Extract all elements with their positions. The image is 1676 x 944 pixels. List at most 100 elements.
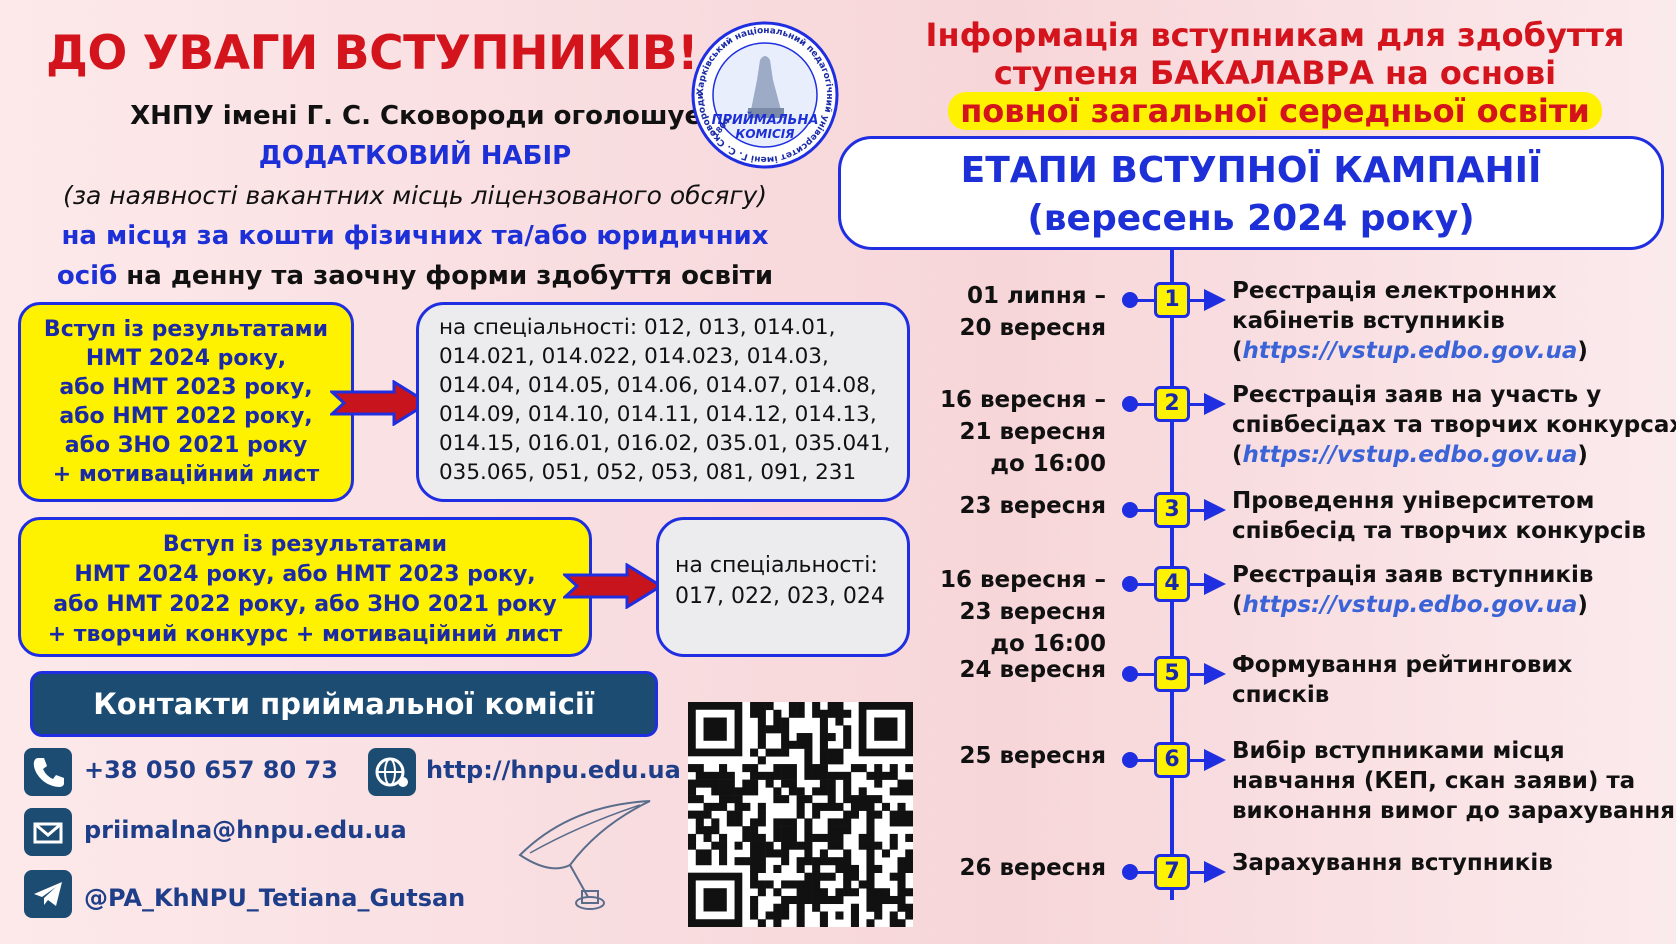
arrow-right-icon [1204, 289, 1226, 311]
timeline-connector [1190, 583, 1206, 586]
telegram-handle[interactable]: @PA_KhNPU_Tetiana_Gutsan [84, 884, 466, 912]
spec1-line: 014.021, 014.022, 014.023, 014.03, [439, 344, 829, 369]
admission1-line: або НМТ 2022 року, [59, 404, 313, 429]
paren: ) [1577, 592, 1588, 618]
stage-date-line: 26 вересня [959, 855, 1106, 881]
stage-date: 24 вересня [959, 654, 1106, 686]
info-line-3: повної загальної середньої освіти [880, 92, 1670, 130]
vstup-link[interactable]: https://vstup.edbo.gov.ua [1242, 592, 1578, 618]
stage-date-line: 23 вересня [959, 599, 1106, 625]
vstup-link[interactable]: https://vstup.edbo.gov.ua [1242, 338, 1578, 364]
stage-number: 4 [1154, 566, 1190, 602]
stage-desc-line: кабінетів вступників [1232, 308, 1505, 334]
stage-number: 7 [1154, 854, 1190, 890]
phone-icon [24, 748, 72, 796]
stage-link-line: (https://vstup.edbo.gov.ua) [1232, 440, 1676, 470]
stage-desc-line: навчання (КЕП, скан заяви) та [1232, 768, 1636, 794]
info-line-1: Інформація вступникам для здобуття [925, 16, 1625, 54]
announce-line-3: (за наявності вакантних місць ліцензован… [62, 181, 768, 210]
timeline-connector [1134, 403, 1154, 406]
specialties-box-2: на спеціальності: 017, 022, 023, 024 [656, 517, 910, 657]
arrow-right-icon [1204, 573, 1226, 595]
arrow-right-icon [1204, 663, 1226, 685]
stage-date: 26 вересня [959, 852, 1106, 884]
timeline-connector [1190, 673, 1206, 676]
announcement: ХНПУ імені Г. С. Сковороди оголошує ДОДА… [20, 96, 810, 296]
stage-date: 23 вересня [959, 490, 1106, 522]
stage-desc-line: співбесід та творчих конкурсів [1232, 518, 1646, 544]
email-link[interactable]: priimalna@hnpu.edu.ua [84, 816, 407, 844]
stage-description: Формування рейтингових списків [1232, 650, 1572, 710]
admission2-line: + творчий конкурс + мотиваційний лист [47, 622, 563, 647]
admission1-line: або ЗНО 2021 року [64, 433, 308, 458]
stage-desc-line: співбесідах та творчих конкурсах [1232, 412, 1676, 438]
spec2-line: 017, 022, 023, 024 [675, 584, 885, 609]
stage-date-line: 16 вересня – [939, 387, 1106, 413]
admission2-line: НМТ 2024 року, або НМТ 2023 року, [74, 562, 536, 587]
stages-title-line-2: (вересень 2024 року) [1027, 198, 1475, 239]
paren: ( [1232, 338, 1243, 364]
arrow-right-icon [1204, 499, 1226, 521]
stage-date-line: 25 вересня [959, 743, 1106, 769]
arrow-right-icon [330, 380, 430, 426]
timeline-connector [1134, 583, 1154, 586]
paren: ) [1577, 442, 1588, 468]
stage-date-line: до 16:00 [990, 451, 1106, 477]
vstup-link[interactable]: https://vstup.edbo.gov.ua [1242, 442, 1578, 468]
timeline-dot [1122, 752, 1138, 768]
timeline-dot [1122, 576, 1138, 592]
website-link[interactable]: http://hnpu.edu.ua [426, 756, 681, 784]
phone-number[interactable]: +38 050 657 80 73 [84, 756, 338, 784]
arrow-right-icon [563, 563, 663, 609]
stage-date-line: 21 вересня [959, 419, 1106, 445]
spec1-line: 014.15, 016.01, 016.02, 035.01, 035.041, [439, 431, 891, 456]
stage-number: 6 [1154, 742, 1190, 778]
announce-line-4: на місця за кошти фізичних та/або юридич… [61, 221, 769, 251]
stage-desc-line: Вибір вступниками місця [1232, 738, 1565, 764]
stage-desc-line: Формування рейтингових [1232, 652, 1573, 678]
arrow-right-icon [1204, 749, 1226, 771]
stage-date-line: 24 вересня [959, 657, 1106, 683]
stage-link-line: (https://vstup.edbo.gov.ua) [1232, 590, 1593, 620]
spec1-line: 014.04, 014.05, 014.06, 014.07, 014.08, [439, 373, 877, 398]
main-title: ДО УВАГИ ВСТУПНИКІВ! [46, 26, 699, 81]
stage-desc-line: Реєстрація заяв на участь у [1232, 382, 1602, 408]
timeline-dot [1122, 864, 1138, 880]
spec1-line: 014.09, 014.10, 014.11, 014.12, 014.13, [439, 402, 877, 427]
contacts-header: Контакти приймальної комісії [30, 671, 658, 737]
spec1-line: на спеціальності: 012, 013, 014.01, [439, 315, 836, 340]
stage-number: 3 [1154, 492, 1190, 528]
stage-desc-line: Проведення університетом [1232, 488, 1595, 514]
info-highlight: повної загальної середньої освіти [948, 92, 1602, 130]
stage-date: 16 вересня – 21 вересня до 16:00 [940, 384, 1106, 480]
stage-desc-line: виконання вимог до зарахування [1232, 798, 1676, 824]
stage-desc-line: списків [1232, 682, 1330, 708]
stages-title-line-1: ЕТАПИ ВСТУПНОЇ КАМПАНІЇ [960, 150, 1542, 191]
qr-code[interactable] [688, 702, 913, 927]
timeline-connector [1134, 299, 1154, 302]
stages-title: ЕТАПИ ВСТУПНОЇ КАМПАНІЇ (вересень 2024 р… [841, 147, 1661, 243]
timeline-connector [1190, 509, 1206, 512]
stage-desc-line: Реєстрація заяв вступників [1232, 562, 1594, 588]
announce-line-5-rest: на денну та заочну форми здобуття освіти [117, 261, 774, 291]
stage-number: 2 [1154, 386, 1190, 422]
stage-date: 25 вересня [959, 740, 1106, 772]
timeline-connector [1190, 871, 1206, 874]
timeline-connector [1190, 759, 1206, 762]
announce-line-1: ХНПУ імені Г. С. Сковороди оголошує [130, 101, 700, 131]
stage-description: Проведення університетом співбесід та тво… [1232, 486, 1646, 546]
admission1-line: або НМТ 2023 року, [59, 375, 313, 400]
admission1-line: Вступ із результатами [43, 317, 329, 342]
logo-text-1: ПРИЙМАЛЬНА [712, 112, 819, 128]
quill-inkwell-icon [518, 800, 651, 910]
stage-link-line: (https://vstup.edbo.gov.ua) [1232, 336, 1588, 366]
admission2-line: Вступ із результатами [162, 532, 448, 557]
admission1-line: + мотиваційний лист [52, 462, 320, 487]
stage-date-line: 16 вересня – [939, 567, 1106, 593]
timeline-connector [1134, 509, 1154, 512]
timeline-connector [1134, 871, 1154, 874]
timeline-connector [1190, 299, 1206, 302]
stage-description: Вибір вступниками місця навчання (КЕП, ск… [1232, 736, 1675, 826]
stage-date: 01 липня –20 вересня [959, 280, 1106, 344]
